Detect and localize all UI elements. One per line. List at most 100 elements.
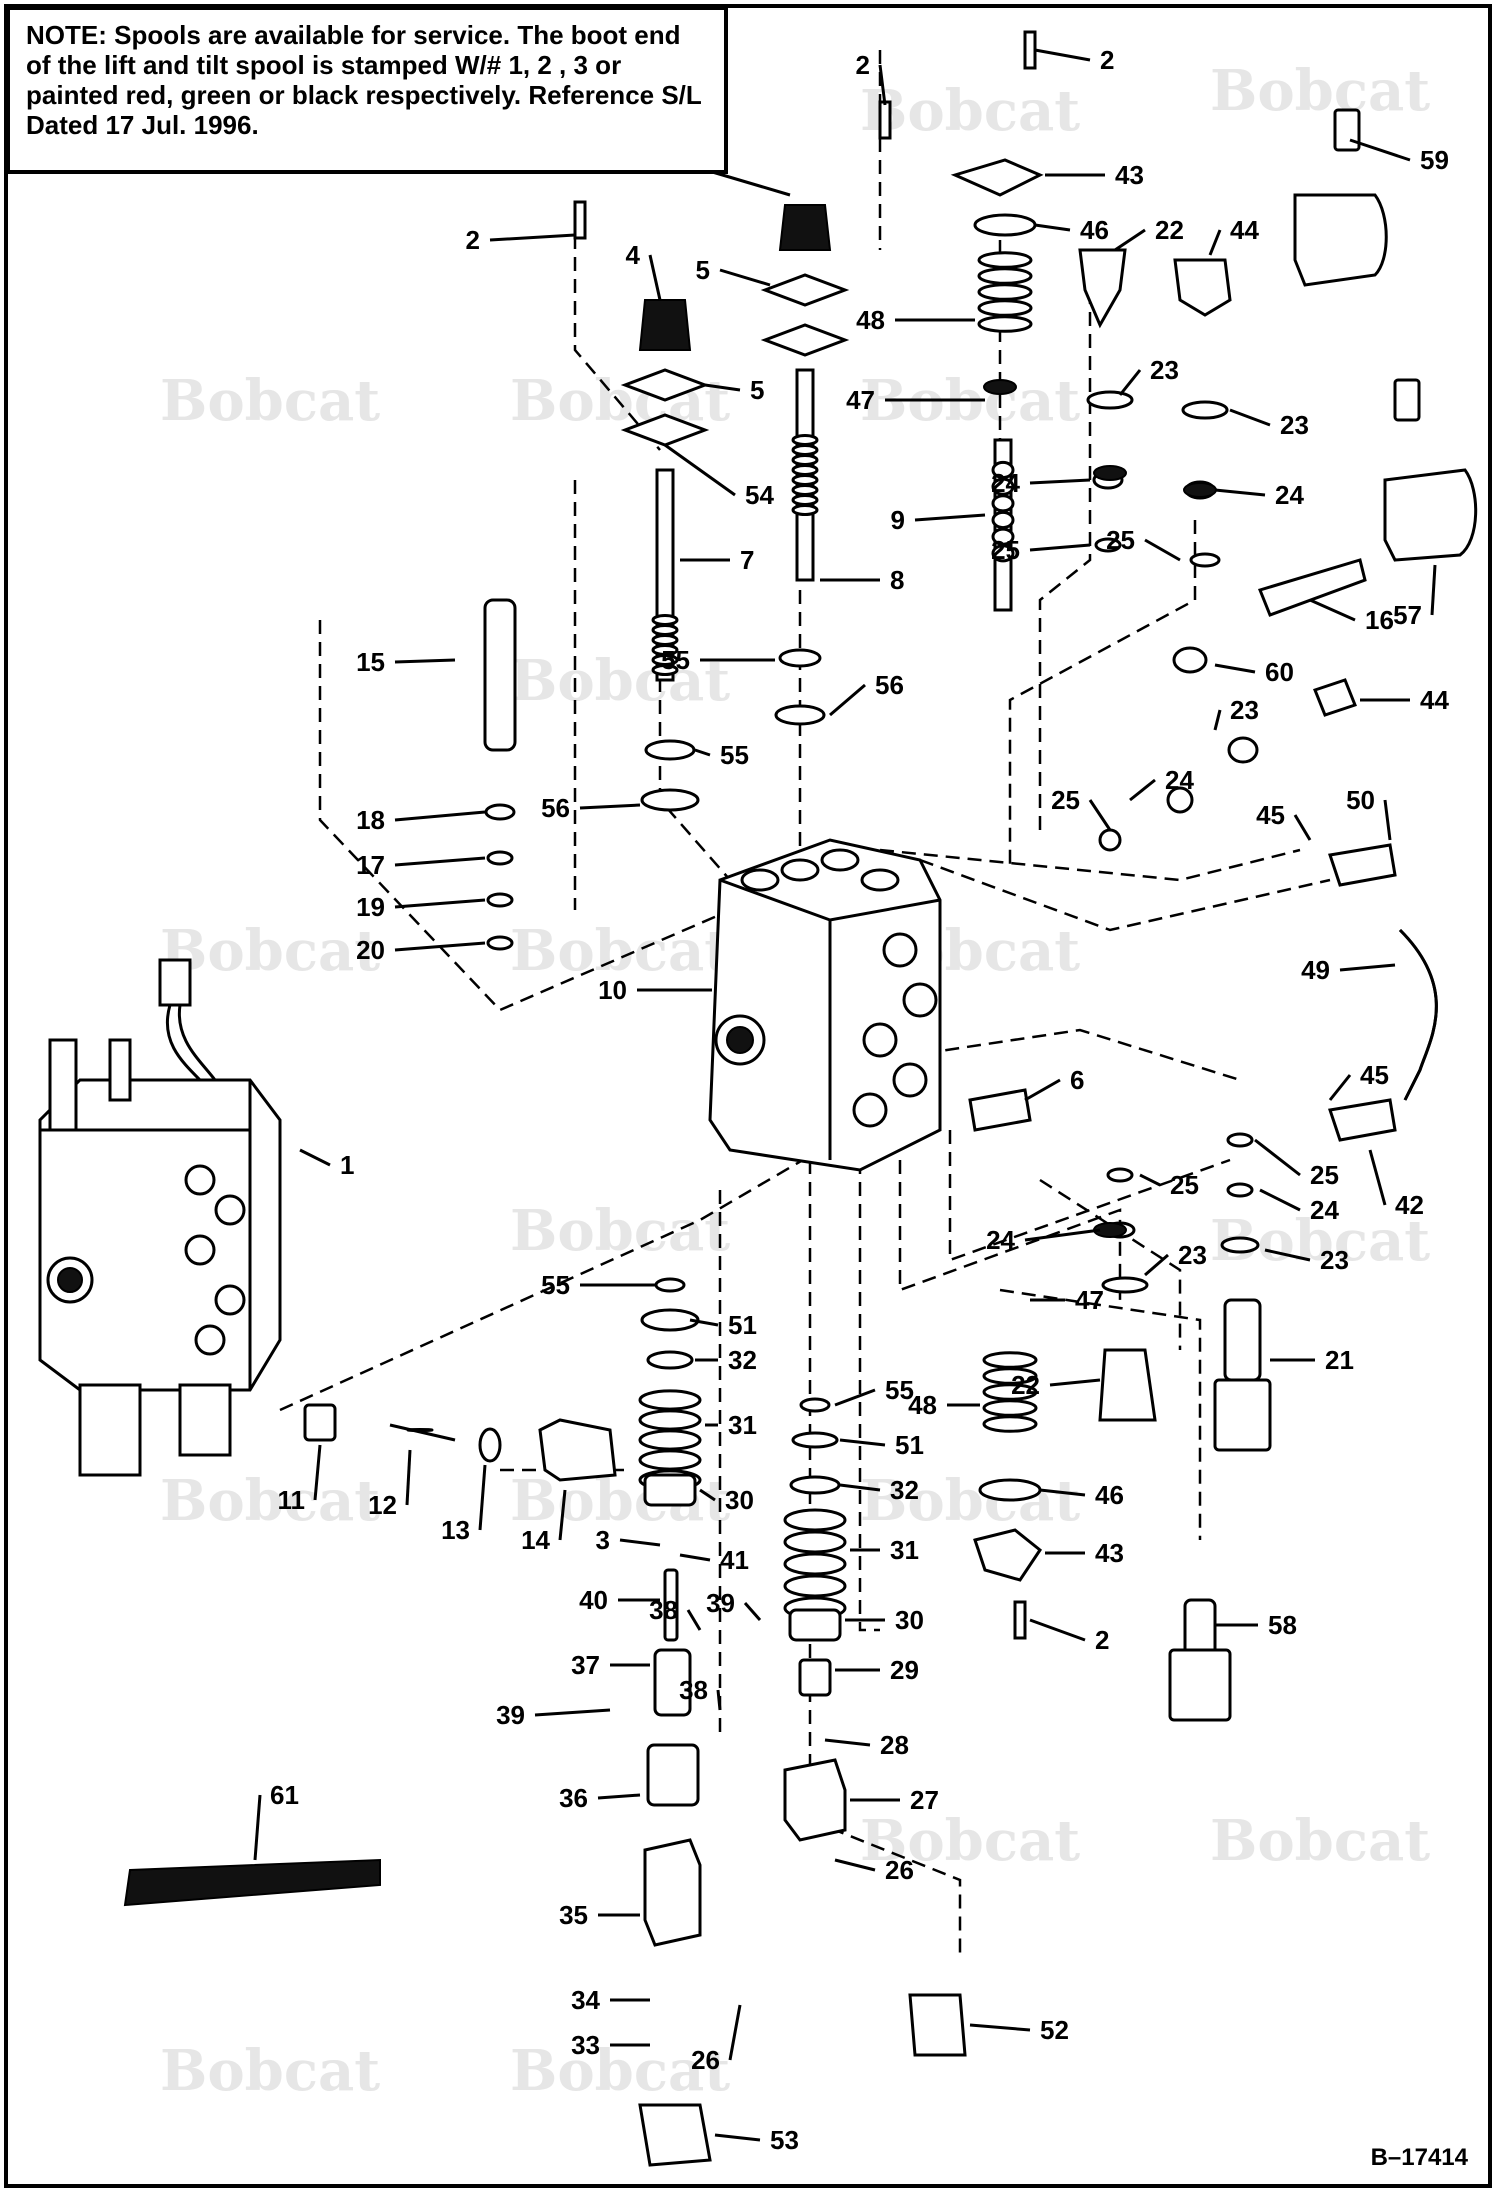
callout-51: 51 <box>895 1430 924 1460</box>
o-ring <box>644 739 696 761</box>
leader-line <box>969 2023 1031 2032</box>
callout-38: 38 <box>679 1675 708 1705</box>
assembly-line <box>879 848 1301 882</box>
valve-port-inner <box>57 1267 83 1293</box>
leader-line <box>1039 1488 1086 1497</box>
housing-27 <box>783 1758 847 1842</box>
o-ring <box>799 1397 831 1413</box>
leader-line <box>1383 799 1392 841</box>
callout-50: 50 <box>1346 785 1375 815</box>
callout-17: 17 <box>356 850 385 880</box>
o-ring <box>484 803 516 821</box>
leader-line <box>1349 138 1411 162</box>
o-ring <box>1227 736 1259 764</box>
leader-line <box>694 748 711 757</box>
spring-coil <box>791 473 819 487</box>
callout-22: 22 <box>1011 1370 1040 1400</box>
callout-6: 6 <box>1070 1065 1084 1095</box>
valve-face-port <box>862 1022 898 1058</box>
spring-coil <box>991 527 1015 546</box>
callout-32: 32 <box>890 1475 919 1505</box>
callout-30: 30 <box>725 1485 754 1515</box>
watermark-text: Bobcat <box>160 2038 380 2104</box>
spring-coil <box>791 483 819 497</box>
callout-52: 52 <box>1040 2015 1069 2045</box>
plug-14 <box>538 1418 617 1482</box>
callout-22: 22 <box>1155 215 1184 245</box>
seal-kit-61 <box>123 1858 381 1907</box>
callout-45: 45 <box>1360 1060 1389 1090</box>
watermark-text: Bobcat <box>1210 1808 1430 1874</box>
leader-line <box>1254 1138 1301 1177</box>
leader-line <box>534 1708 611 1717</box>
valve-side-port-inner <box>726 1026 754 1054</box>
cover-plate <box>950 158 1044 197</box>
callout-48: 48 <box>856 305 885 335</box>
solenoid-57 <box>1383 468 1478 562</box>
spring-coil <box>638 1409 702 1431</box>
leader-line <box>834 1858 876 1872</box>
callout-55: 55 <box>541 1270 570 1300</box>
valve-face-port <box>902 982 938 1018</box>
leader-line <box>1368 1149 1387 1206</box>
spring-12-body <box>389 1423 456 1442</box>
spring-coil <box>791 463 819 477</box>
callout-41: 41 <box>720 1545 749 1575</box>
assembly-line <box>279 1148 821 1412</box>
callout-5: 5 <box>696 255 710 285</box>
leader-line <box>394 856 486 867</box>
spool-boot <box>778 204 832 251</box>
callout-47: 47 <box>846 385 875 415</box>
spring-coil <box>977 283 1033 301</box>
spring-coil <box>783 1552 847 1576</box>
leader-line <box>716 1689 722 1711</box>
spring-coil <box>783 1508 847 1532</box>
watermark-text: Bobcat <box>510 2038 730 2104</box>
o-ring <box>654 1277 686 1293</box>
spring-coil <box>791 433 819 447</box>
assembly-line <box>879 1028 1241 1082</box>
leader-line <box>313 1444 322 1501</box>
leader-line <box>1430 564 1437 616</box>
o-ring <box>1189 552 1221 568</box>
leader-line <box>1214 663 1256 674</box>
leader-line <box>1029 543 1091 552</box>
spool-boot <box>638 299 692 351</box>
leader-line <box>839 1483 881 1492</box>
valve-stub <box>78 1383 142 1477</box>
callout-55: 55 <box>720 740 749 770</box>
seal-plate <box>620 413 710 447</box>
callout-24: 24 <box>1275 480 1304 510</box>
sleeve-30 <box>788 1608 842 1642</box>
screw <box>878 100 892 140</box>
callout-23: 23 <box>1150 355 1179 385</box>
cover-plate <box>973 1528 1043 1582</box>
o-ring <box>486 892 514 908</box>
leader-line <box>394 898 486 909</box>
callout-2: 2 <box>466 225 480 255</box>
leader-lines <box>253 48 1437 2142</box>
callout-55: 55 <box>885 1375 914 1405</box>
spring-coil <box>638 1429 702 1451</box>
dark-seal <box>1093 465 1127 481</box>
valve-spool-end <box>108 1038 132 1102</box>
watermark-text: Bobcat <box>160 368 380 434</box>
o-ring <box>778 648 822 668</box>
leader-line <box>478 1464 487 1531</box>
callout-56: 56 <box>875 670 904 700</box>
callout-56: 56 <box>541 793 570 823</box>
valve-spool-end <box>48 1038 78 1132</box>
leader-line <box>719 268 771 287</box>
callout-40: 40 <box>579 1585 608 1615</box>
diagram-frame <box>4 4 1492 2188</box>
spring-coil <box>977 267 1033 285</box>
check-valve-22 <box>1078 248 1127 329</box>
screw <box>1023 30 1037 70</box>
callout-31: 31 <box>890 1535 919 1565</box>
callout-49: 49 <box>1301 955 1330 985</box>
solenoid-59 <box>1293 193 1388 287</box>
o-ring <box>1106 1167 1134 1183</box>
callout-31: 31 <box>728 1410 757 1440</box>
